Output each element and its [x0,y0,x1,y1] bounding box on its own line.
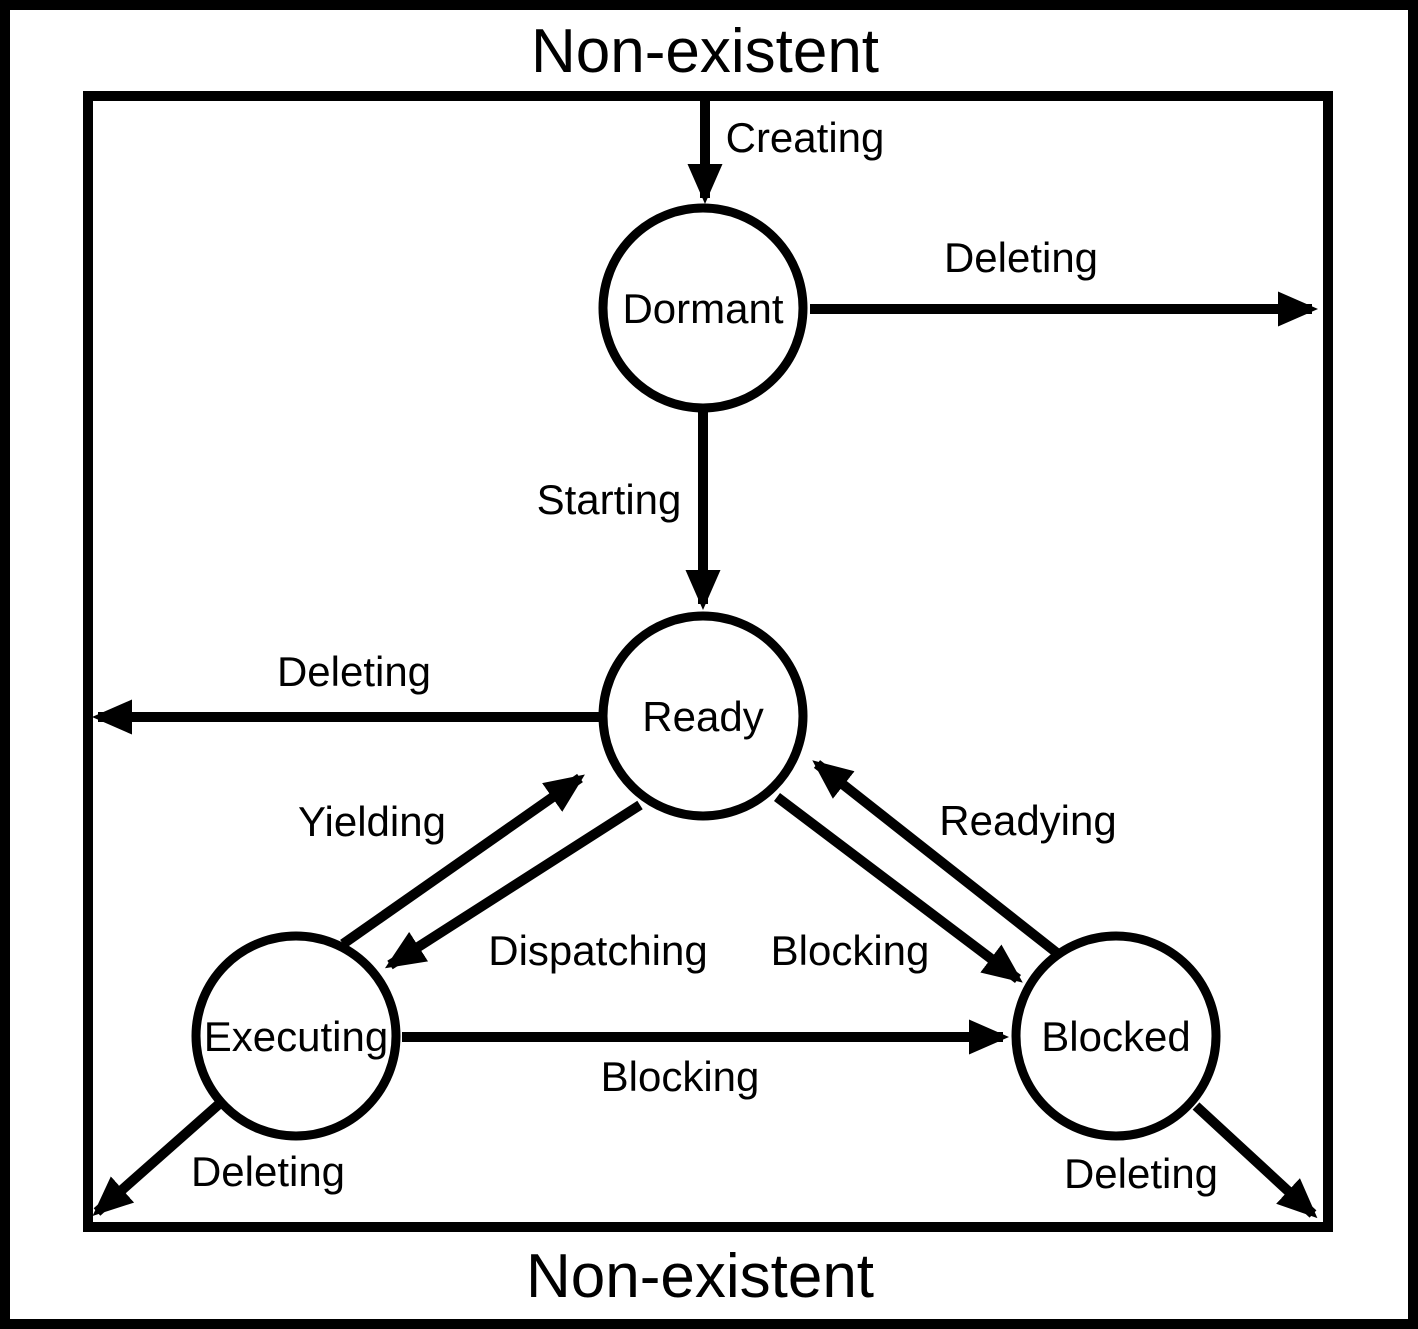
inner-boundary [83,91,1333,1232]
transition-arrow-dispatching [384,800,643,970]
transition-label-creating: Creating [726,114,885,161]
state-label-ready: Ready [642,693,763,740]
transition-arrow-readying [812,760,1061,957]
transition-label-starting: Starting [537,476,682,523]
transition-label-dispatching: Dispatching [488,927,707,974]
state-label-dormant: Dormant [622,285,783,332]
region-label-bottom: Non-existent [526,1242,874,1311]
state-node-dormant [598,203,808,413]
state-node-blocked [1011,931,1221,1141]
transition-label-blocking-from-ready: Blocking [771,927,930,974]
transition-label-deleting-from-executing: Deleting [191,1148,345,1195]
state-label-executing: Executing [204,1013,388,1060]
transition-arrow-deleting-from-executing [92,1101,222,1216]
state-node-executing [191,931,401,1141]
transition-label-yielding: Yielding [298,798,446,845]
transition-label-deleting-from-dormant: Deleting [944,234,1098,281]
transition-label-blocking-from-executing: Blocking [601,1053,760,1100]
transition-arrow-blocking-from-ready [773,793,1023,983]
state-node-ready [598,611,808,821]
transition-label-deleting-from-blocked: Deleting [1064,1150,1218,1197]
transition-arrow-yielding [340,773,585,949]
transition-arrow-deleting-from-blocked [1192,1102,1318,1219]
transition-label-deleting-from-ready: Deleting [277,648,431,695]
region-label-top: Non-existent [531,17,879,86]
transition-label-readying: Readying [939,797,1116,844]
state-label-blocked: Blocked [1041,1013,1190,1060]
